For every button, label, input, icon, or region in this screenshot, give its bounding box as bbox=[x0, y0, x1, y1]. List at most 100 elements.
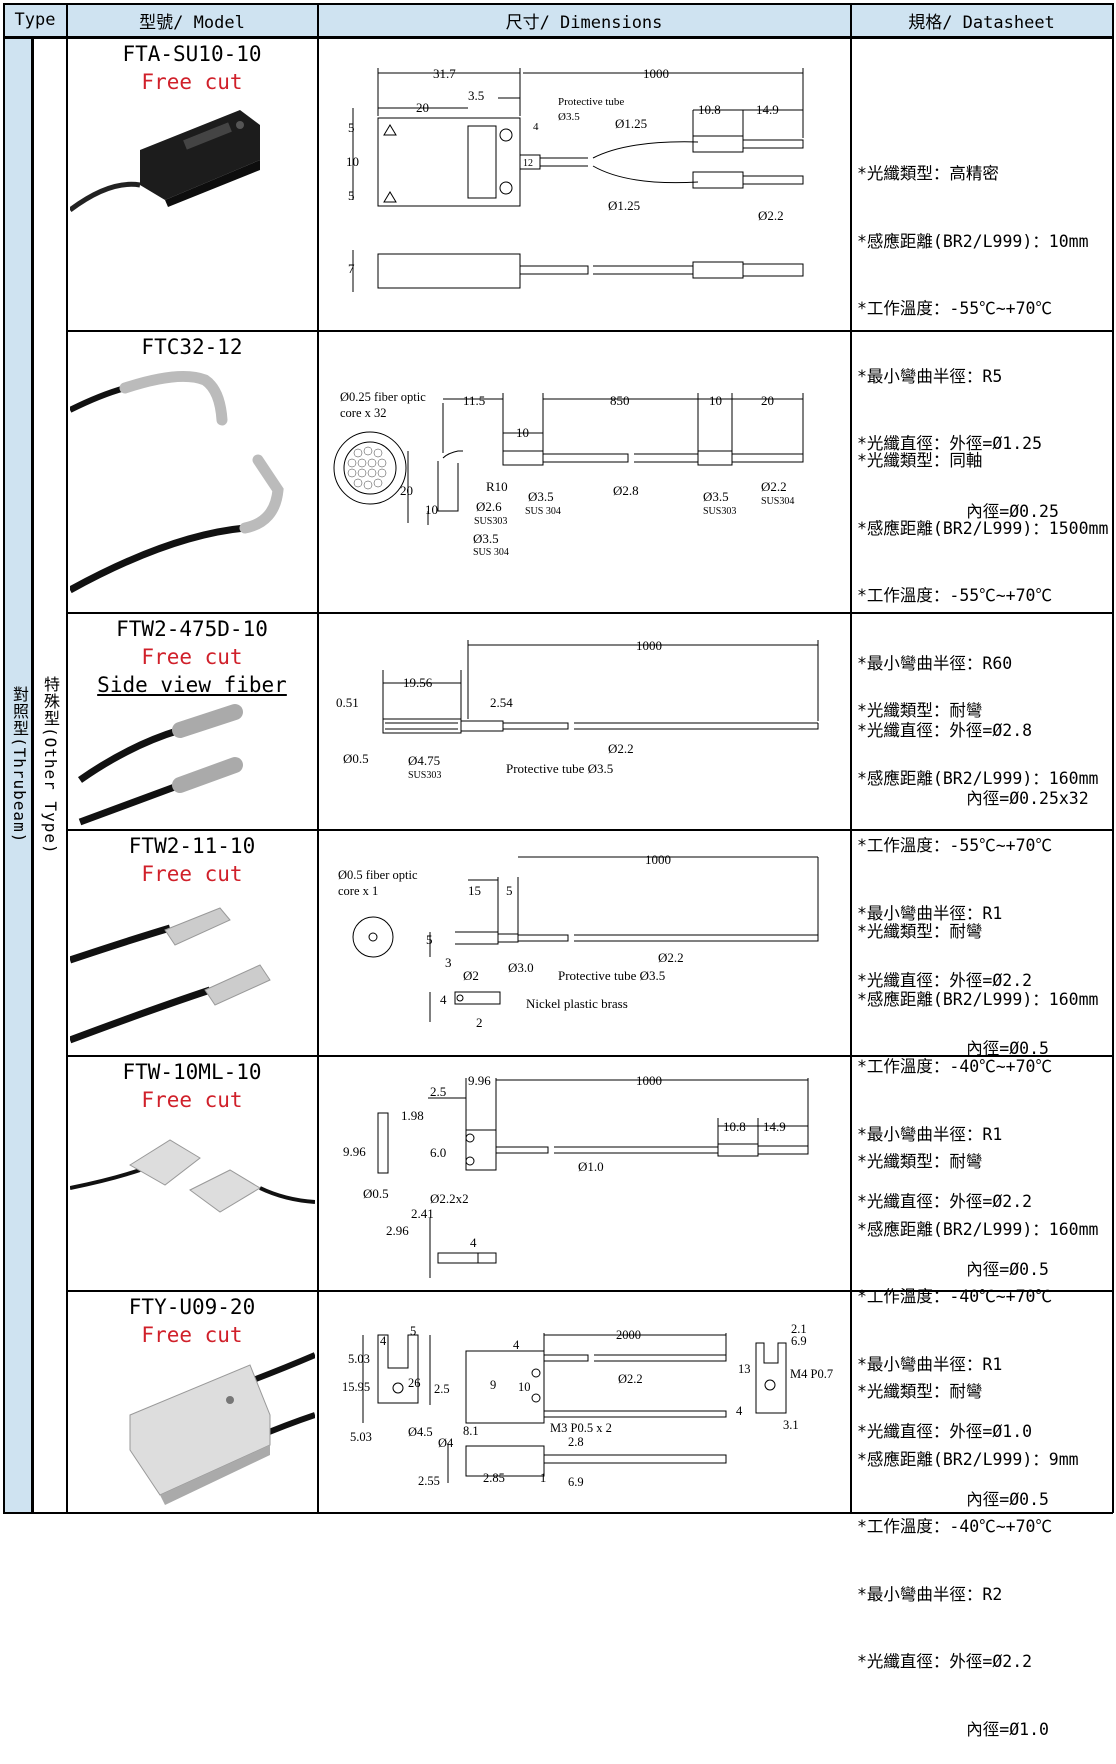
type-main-label: 對照型(Thrubeam) bbox=[10, 686, 29, 844]
header-dimensions-label: 尺寸/ Dimensions bbox=[505, 12, 663, 33]
dim-label: 10 bbox=[346, 154, 359, 169]
dim-label: 6.9 bbox=[568, 1475, 584, 1489]
grid-line bbox=[32, 37, 34, 1513]
spec-line: *感應距離(BR2/L999)：160mm bbox=[857, 1219, 1099, 1239]
dim-label: 8.1 bbox=[463, 1424, 479, 1438]
dim-label: 10 bbox=[518, 1380, 531, 1394]
spec-line: *光纖直徑：外徑=Ø1.25 bbox=[857, 434, 1043, 453]
dim-label: 10 bbox=[425, 502, 438, 517]
spec-line: *光纖直徑：外徑=Ø2.2 bbox=[857, 971, 1033, 990]
spec-line: *工作溫度：-55℃~+70℃ bbox=[857, 299, 1052, 318]
dim-label: 19.56 bbox=[403, 675, 433, 690]
grid-line bbox=[3, 3, 1113, 5]
spec-line: 內徑=Ø0.5 bbox=[857, 1259, 1049, 1279]
dimension-drawing-fty-u09: 4 5 5.03 15.95 26 5.03 Ø4.5 2.5 9 8.1 10… bbox=[342, 1322, 833, 1489]
product-photo-coaxial bbox=[70, 370, 284, 594]
type-sub-label: 特殊型(Other Type) bbox=[41, 676, 60, 855]
spec-line: 內徑=Ø0.25 bbox=[857, 501, 1059, 521]
dim-label: 10.8 bbox=[723, 1119, 746, 1134]
dim-label: 10.8 bbox=[698, 102, 721, 117]
model-name: FTA-SU10-10 bbox=[122, 42, 262, 66]
free-cut-note: Free cut bbox=[141, 862, 243, 886]
dim-label: Ø4 bbox=[438, 1436, 454, 1450]
grid-line bbox=[850, 3, 852, 1513]
dim-label: Protective tube bbox=[558, 96, 624, 108]
dimension-drawing-fta-su10: 31.7 1000 20 3.5 4 5 10 5 12 7 Protectiv… bbox=[346, 66, 804, 292]
dim-label: 2 bbox=[476, 1015, 483, 1030]
type-column bbox=[3, 37, 32, 1513]
dim-label: 5 bbox=[506, 883, 513, 898]
product-photo-u-sensor bbox=[70, 110, 260, 213]
dim-label: 7 bbox=[348, 261, 355, 276]
side-view-note: Side view fiber bbox=[97, 673, 287, 697]
spec-line: *感應距離(BR2/L999)：1500mm bbox=[857, 518, 1109, 538]
dim-label: M3 P0.5 x 2 bbox=[550, 1421, 612, 1435]
dim-label: 2.1 bbox=[791, 1322, 807, 1336]
spec-line: *最小彎曲半徑：R1 bbox=[857, 903, 1003, 923]
model-cell: FTC32-12 bbox=[68, 333, 316, 361]
dimension-drawing-ftw-10ml: 2.5 9.96 1000 1.98 10.8 14.9 9.96 6.0 Ø1… bbox=[343, 1073, 809, 1278]
dim-label: Ø2.2 bbox=[608, 741, 634, 756]
dim-label: SUS303 bbox=[703, 506, 736, 517]
grid-line bbox=[1112, 3, 1114, 1513]
dim-label: Ø3.0 bbox=[508, 960, 534, 975]
dim-label: 2.5 bbox=[434, 1382, 450, 1396]
spec-line: 內徑=Ø0.5 bbox=[857, 1489, 1049, 1509]
dim-label: 2.96 bbox=[386, 1223, 409, 1238]
model-cell: FTW2-475D-10 Free cut Side view fiber bbox=[68, 615, 316, 699]
dim-label: Ø0.25 fiber optic bbox=[340, 390, 426, 404]
model-name: FTW2-11-10 bbox=[128, 834, 256, 858]
spec-line: *光纖直徑：外徑=Ø2.2 bbox=[857, 1192, 1033, 1211]
grid-line bbox=[3, 3, 5, 1513]
dim-label: 0.51 bbox=[336, 695, 359, 710]
spec-line: *工作溫度：-40℃~+70℃ bbox=[857, 1517, 1052, 1536]
dim-label: Nickel plastic brass bbox=[526, 996, 628, 1011]
dim-label: 2.85 bbox=[483, 1471, 505, 1485]
spec-line: *感應距離(BR2/L999)：160mm bbox=[857, 989, 1099, 1009]
dim-label: 26 bbox=[408, 1376, 421, 1390]
dim-label: SUS303 bbox=[408, 770, 441, 781]
dim-label: 20 bbox=[761, 393, 774, 408]
spec-cell: *光纖類型：耐彎 *感應距離(BR2/L999)：9mm *工作溫度：-40℃~… bbox=[857, 1336, 1115, 1764]
dim-label: 15 bbox=[468, 883, 481, 898]
dim-label: 3 bbox=[445, 955, 452, 970]
dim-label: 2.55 bbox=[418, 1474, 440, 1488]
dim-label: 850 bbox=[610, 393, 630, 408]
dim-label: SUS303 bbox=[474, 516, 507, 527]
dimension-drawing-ftw2-11: Ø0.5 fiber optic core x 1 15 5 1000 5 3 … bbox=[338, 852, 819, 1030]
grid-line bbox=[66, 1055, 1113, 1057]
grid-line bbox=[3, 1512, 1113, 1514]
dim-label: Ø2.2 bbox=[761, 479, 787, 494]
spec-line: *感應距離(BR2/L999)：160mm bbox=[857, 768, 1099, 788]
spec-line: *光纖類型：高精密 bbox=[857, 164, 999, 183]
dim-label: 3.5 bbox=[468, 88, 484, 103]
dim-label: 6.9 bbox=[791, 1334, 807, 1348]
dim-label: 11.5 bbox=[463, 393, 485, 408]
model-name: FTY-U09-20 bbox=[128, 1295, 256, 1319]
spec-line: *最小彎曲半徑：R1 bbox=[857, 1124, 1003, 1144]
dim-label: 4 bbox=[440, 992, 447, 1007]
spec-cell: *光纖類型：耐彎 *感應距離(BR2/L999)：160mm *工作溫度：-40… bbox=[857, 1106, 1115, 1534]
model-name: FTW-10ML-10 bbox=[122, 1060, 262, 1084]
spec-line: *感應距離(BR2/L999)：10mm bbox=[857, 231, 1089, 251]
spec-line: *光纖類型：同軸 bbox=[857, 451, 983, 470]
product-photo-right-angle bbox=[70, 907, 271, 1044]
dim-label: Ø0.5 fiber optic bbox=[338, 868, 418, 882]
product-photo-u-block bbox=[129, 1352, 315, 1505]
dim-label: core x 1 bbox=[338, 884, 378, 898]
dim-label: 1.98 bbox=[401, 1108, 424, 1123]
dim-label: Ø4.75 bbox=[408, 753, 440, 768]
spec-line: *光纖直徑：外徑=Ø1.0 bbox=[857, 1422, 1033, 1441]
model-cell: FTW-10ML-10 Free cut bbox=[68, 1058, 316, 1114]
grid-line bbox=[3, 37, 1113, 39]
dim-label: Ø0.5 bbox=[363, 1186, 389, 1201]
dim-label: Ø3.5 bbox=[528, 489, 554, 504]
model-cell: FTA-SU10-10 Free cut bbox=[68, 40, 316, 96]
dim-label: 2000 bbox=[616, 1328, 641, 1342]
dim-label: 15.95 bbox=[342, 1380, 370, 1394]
header-model-label: 型號/ Model bbox=[139, 12, 245, 33]
dim-label: 5 bbox=[348, 188, 355, 203]
grid-line bbox=[317, 3, 319, 1513]
spec-line: *工作溫度：-40℃~+70℃ bbox=[857, 1287, 1052, 1306]
dim-label: 9.96 bbox=[468, 1073, 491, 1088]
